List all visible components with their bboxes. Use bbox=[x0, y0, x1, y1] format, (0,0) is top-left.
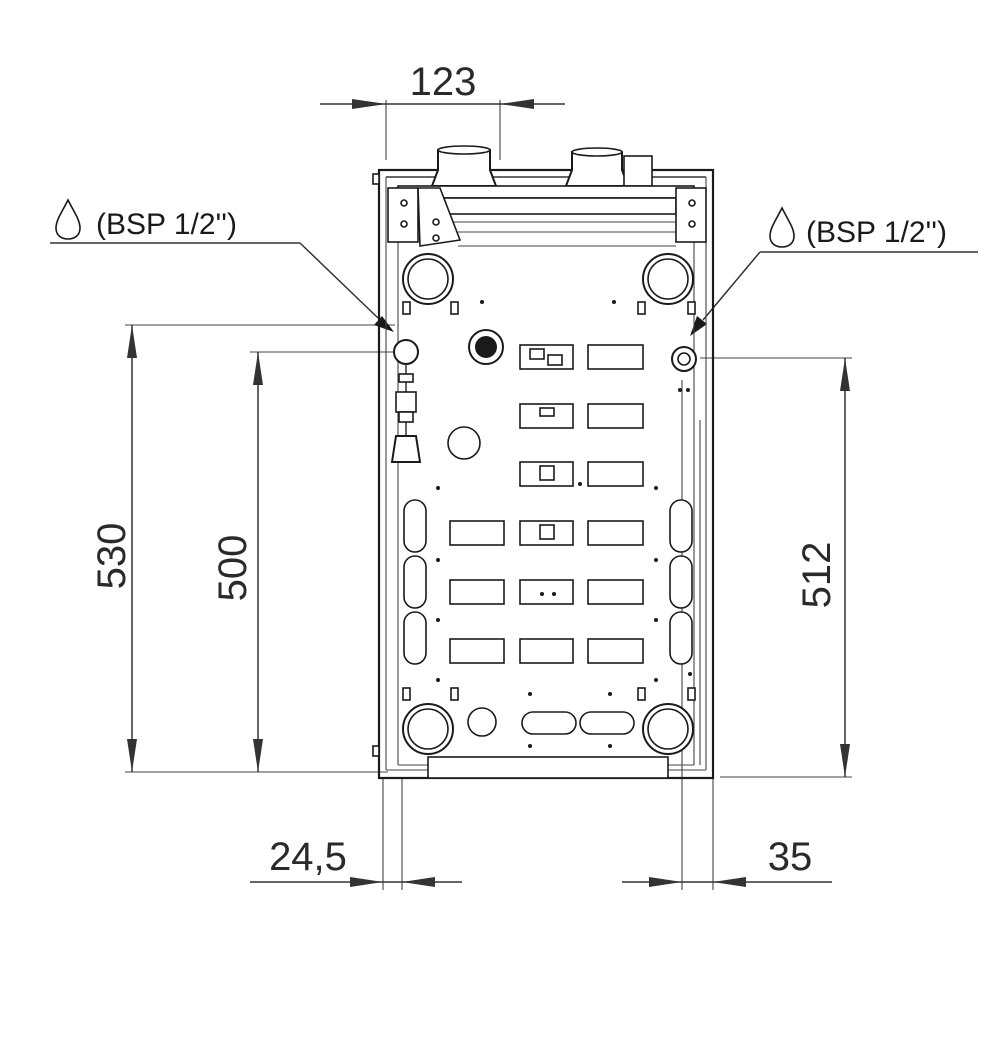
dimension-left-outer-height: 530 bbox=[90, 324, 395, 773]
dimension-bottom-left-offset: 24,5 bbox=[250, 778, 462, 890]
central-features bbox=[447, 329, 635, 737]
clip-group bbox=[402, 301, 696, 701]
mounting-hole-bottom-right bbox=[642, 703, 694, 755]
dimension-label-24-5: 24,5 bbox=[269, 835, 347, 879]
dimension-top-width: 123 bbox=[320, 60, 565, 160]
dimension-right-height: 512 bbox=[700, 357, 852, 778]
mounting-hole-top-right bbox=[642, 253, 694, 305]
fixing-dots bbox=[436, 300, 692, 748]
water-drop-icon bbox=[55, 198, 81, 240]
connection-label-right: (BSP 1/2'') bbox=[806, 216, 947, 249]
dimension-label-512: 512 bbox=[795, 542, 839, 609]
water-drop-icon bbox=[769, 206, 795, 248]
dimension-left-inner-height: 500 bbox=[211, 351, 398, 772]
dimension-label-top: 123 bbox=[410, 60, 477, 104]
dimension-label-530: 530 bbox=[90, 523, 134, 590]
connection-label-left: (BSP 1/2'') bbox=[96, 208, 237, 241]
connection-callout-left: (BSP 1/2'') bbox=[50, 198, 394, 332]
mounting-hole-bottom-left bbox=[402, 703, 454, 755]
knockout-grid bbox=[449, 344, 644, 664]
mounting-hole-top-left bbox=[402, 253, 454, 305]
dimension-bottom-right-offset: 35 bbox=[622, 380, 832, 890]
connection-callout-right: (BSP 1/2'') bbox=[690, 206, 978, 336]
mounting-hole-group bbox=[402, 253, 694, 755]
dimension-label-500: 500 bbox=[211, 535, 255, 602]
water-connection-right bbox=[671, 346, 697, 372]
dimension-label-35: 35 bbox=[768, 835, 813, 879]
water-connection-left bbox=[390, 339, 422, 463]
appliance-body bbox=[372, 145, 715, 780]
side-slot-group bbox=[403, 499, 693, 665]
